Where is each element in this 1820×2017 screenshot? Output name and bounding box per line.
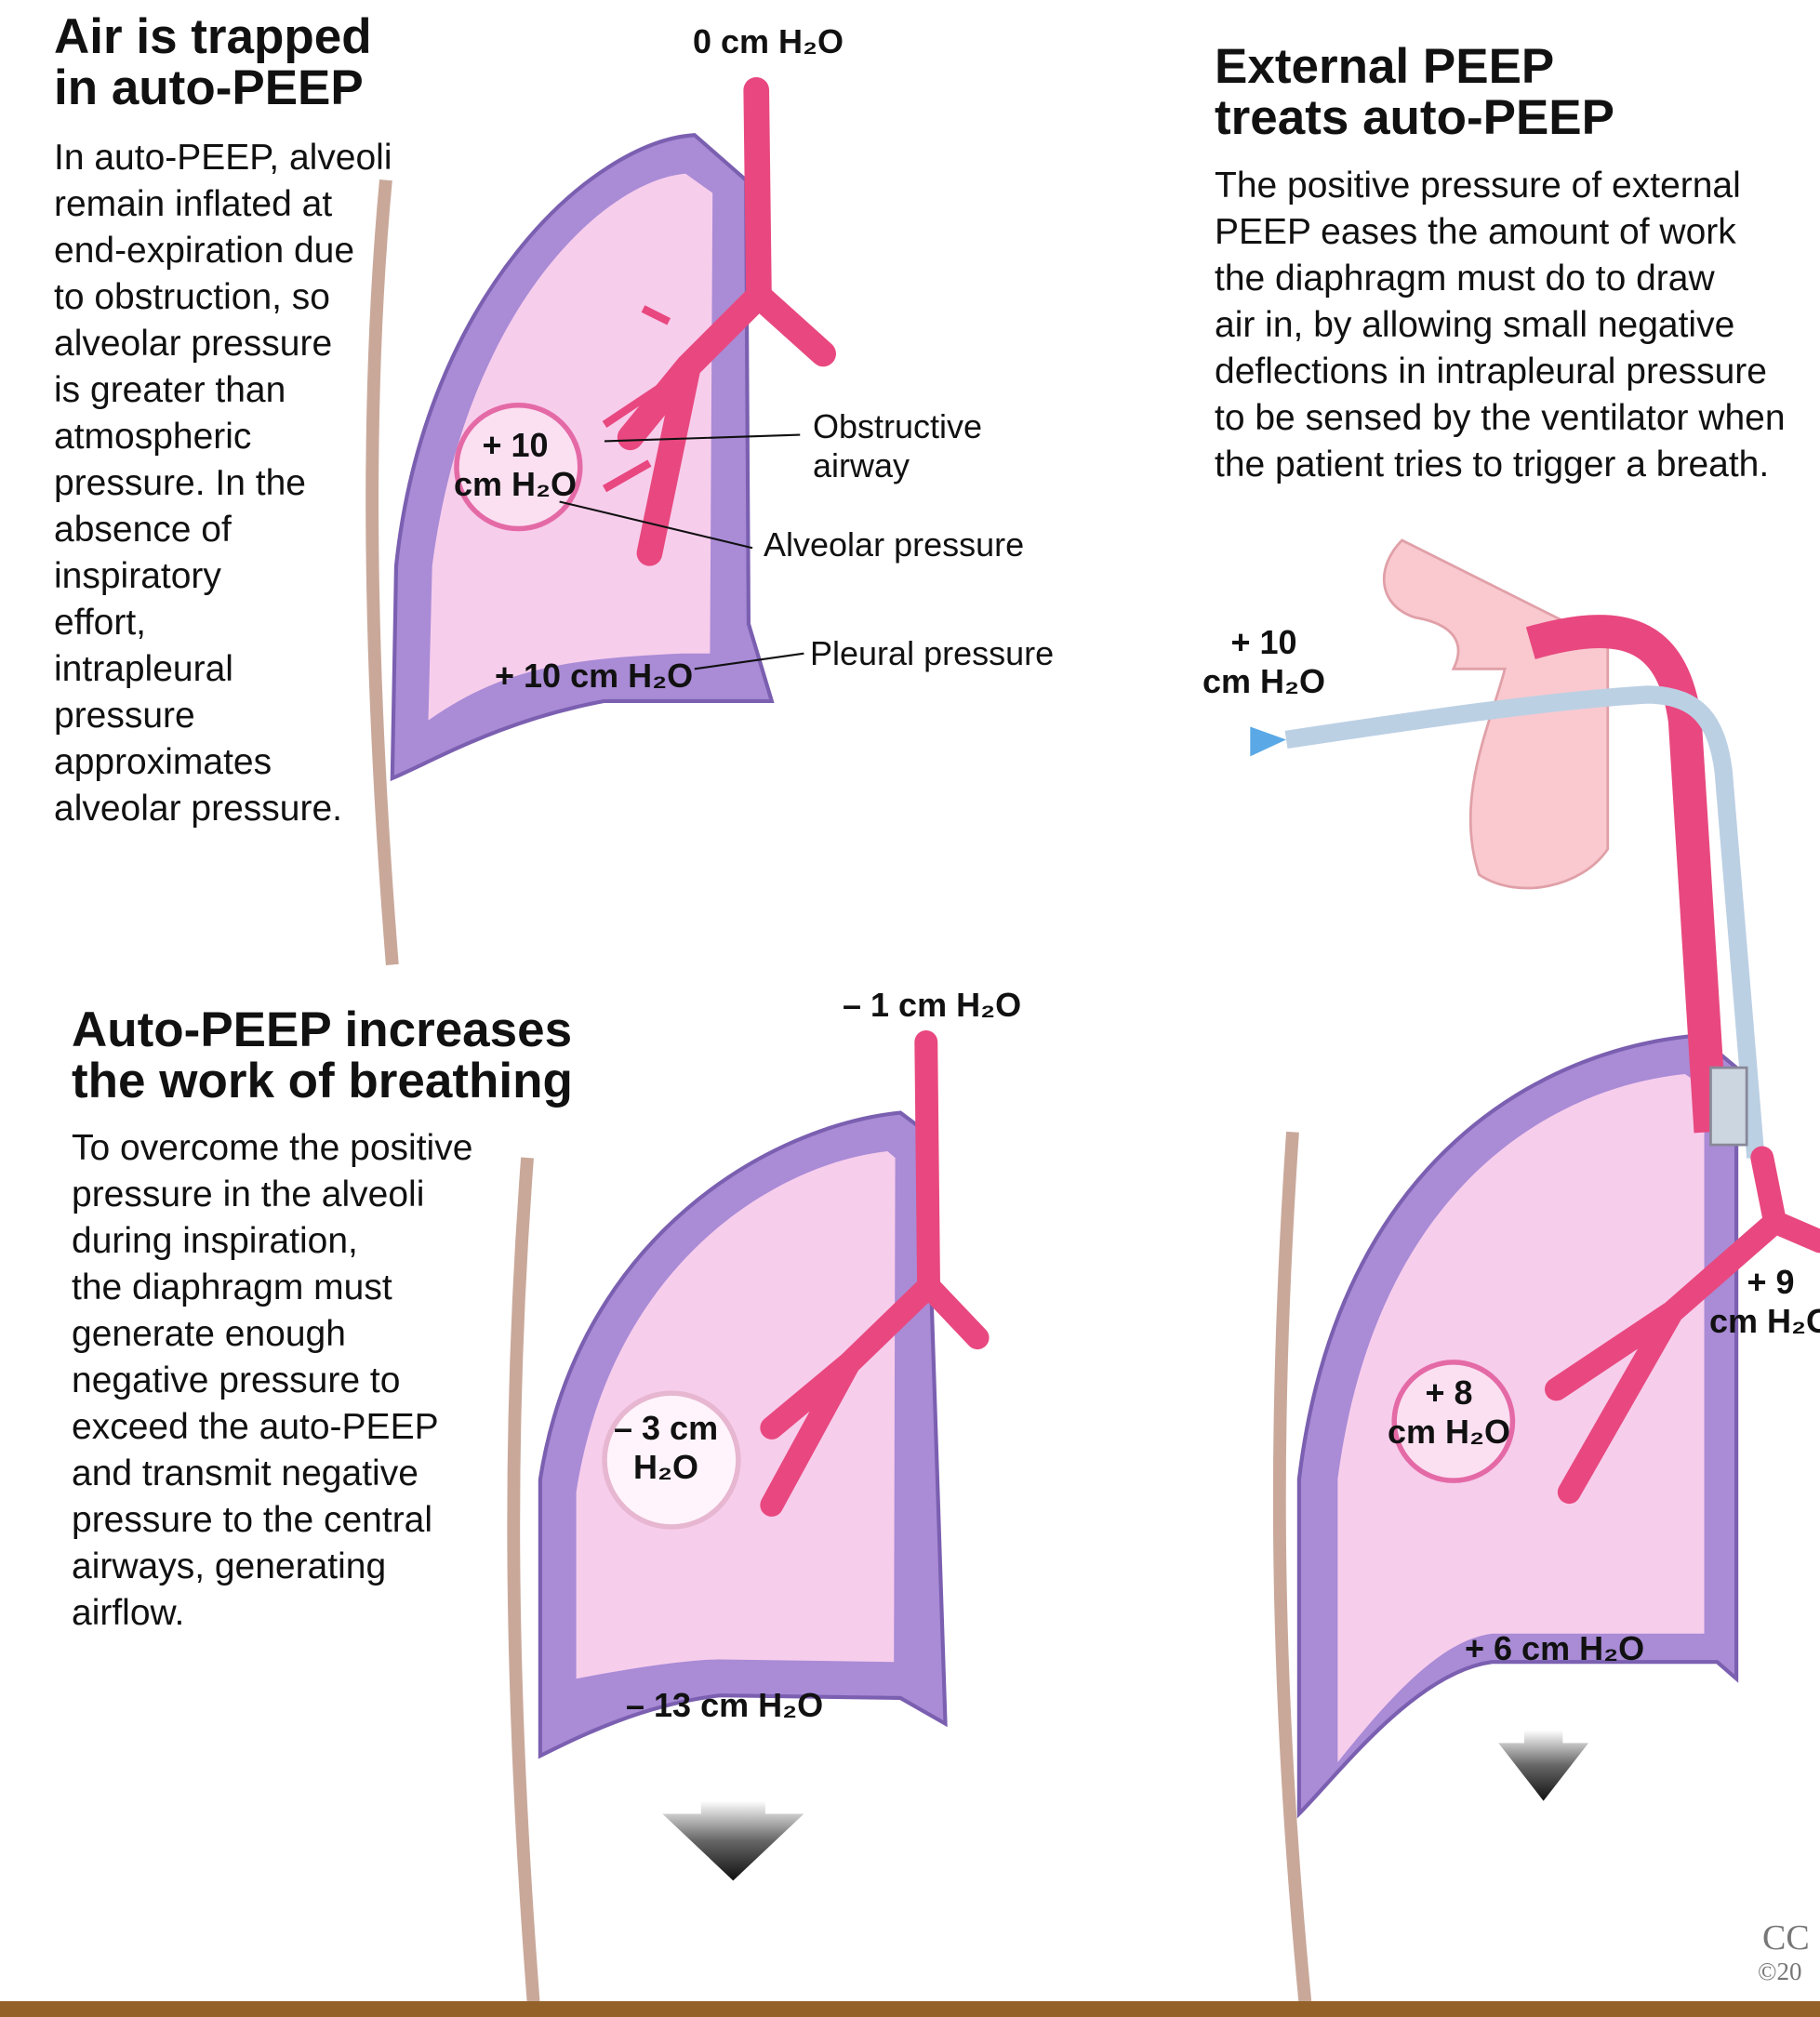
alveolar-pressure-label: Alveolar pressure [764,525,1025,564]
body-line: exceed the auto-PEEP [72,1407,439,1447]
lung-diagram-auto-peep [365,76,836,966]
description-air-trapped: In auto-PEEP, alveoli remain inflated at e… [54,135,392,832]
body-line: approximates [54,742,272,782]
body-line: In auto-PEEP, alveoli [54,138,392,178]
down-arrow-icon [662,1800,804,1881]
body-line: airflow. [72,1593,185,1633]
body-line: and transmit negative [72,1453,418,1493]
body-line: negative pressure to [72,1360,401,1400]
value-line: – 3 cm [614,1409,719,1447]
body-line: pressure [54,696,195,736]
lung-diagram-external-peep [1250,538,1820,2008]
body-line: remain inflated at [54,184,333,224]
body-line: alveolar pressure [54,324,333,364]
body-line: generate enough [72,1314,346,1354]
body-line: The positive pressure of external [1215,166,1741,206]
body-line: pressure in the alveoli [72,1174,425,1214]
alveolar-pressure-value: + 8 cm H₂O [1388,1373,1510,1452]
ventilator-pressure-value: + 10 cm H₂O [1202,623,1325,701]
body-line: deflections in intrapleural pressure [1215,352,1767,391]
footer-bar [0,2001,1820,2017]
value-line: cm H₂O [1388,1413,1511,1451]
alveolar-pressure-value: – 3 cm H₂O [614,1409,718,1487]
down-arrow-icon [1498,1730,1589,1801]
copyright-year: ©20 [1758,1957,1802,1985]
alveolar-pressure-value: + 10 cm H₂O [454,426,577,504]
heading-air-trapped: Air is trapped in auto-PEEP [54,11,372,113]
description-work-of-breathing: To overcome the positive pressure in the … [72,1125,472,1637]
obstructive-airway-label: Obstructive airway [813,407,982,485]
body-line: the diaphragm must [72,1267,392,1307]
body-line: end-expiration due [54,231,355,271]
airway-pressure-label: 0 cm H₂O [693,22,844,60]
label-line: airway [813,446,910,484]
body-line: pressure. In the [54,463,306,503]
copyright-mark: CC [1762,1918,1810,1957]
heading-line: External PEEP [1215,39,1555,94]
value-line: + 9 [1747,1263,1795,1301]
body-line: the diaphragm must do to draw [1215,259,1715,299]
heading-work-of-breathing: Auto-PEEP increases the work of breathin… [72,1004,573,1107]
body-line: effort, [54,603,147,643]
pleural-pressure-label: Pleural pressure [810,634,1055,672]
value-line: H₂O [633,1448,699,1486]
value-line: cm H₂O [1202,662,1326,700]
value-line: + 10 [1230,623,1297,661]
heading-line: the work of breathing [72,1054,573,1108]
airflow-arrow-icon [1250,726,1287,757]
body-line: air in, by allowing small negative [1215,305,1735,345]
heading-external-peep: External PEEP treats auto-PEEP [1215,41,1614,143]
body-line: is greater than [54,370,286,410]
body-line: intrapleural [54,649,233,689]
heading-line: Air is trapped [54,9,372,64]
body-line: To overcome the positive [72,1128,473,1168]
pleural-pressure-value: – 13 cm H₂O [626,1686,824,1724]
lung-diagram-work-of-breathing [507,1030,990,2008]
airway-pressure-label: – 1 cm H₂O [843,986,1022,1024]
pleural-pressure-value: + 10 cm H₂O [495,657,694,695]
label-line: Obstructive [813,407,983,445]
heading-line: treats auto-PEEP [1215,90,1615,145]
body-line: pressure to the central [72,1500,433,1540]
heading-line: Auto-PEEP increases [72,1002,573,1057]
body-line: to be sensed by the ventilator when [1215,398,1786,438]
body-line: airways, generating [72,1546,387,1586]
body-line: the patient tries to trigger a breath. [1215,445,1770,484]
body-line: to obstruction, so [54,277,330,317]
airway-pressure-value: + 9 cm H₂O [1709,1263,1820,1341]
value-line: cm H₂O [454,465,578,503]
value-line: + 10 [482,426,549,464]
body-line: absence of [54,510,232,550]
body-line: PEEP eases the amount of work [1215,212,1736,252]
heading-line: in auto-PEEP [54,60,364,115]
body-line: atmospheric [54,417,252,457]
value-line: cm H₂O [1709,1302,1820,1340]
body-line: alveolar pressure. [54,789,342,829]
value-line: + 8 [1425,1373,1473,1412]
body-line: during inspiration, [72,1221,358,1261]
pleural-pressure-value: + 6 cm H₂O [1465,1629,1645,1667]
body-line: inspiratory [54,556,221,596]
